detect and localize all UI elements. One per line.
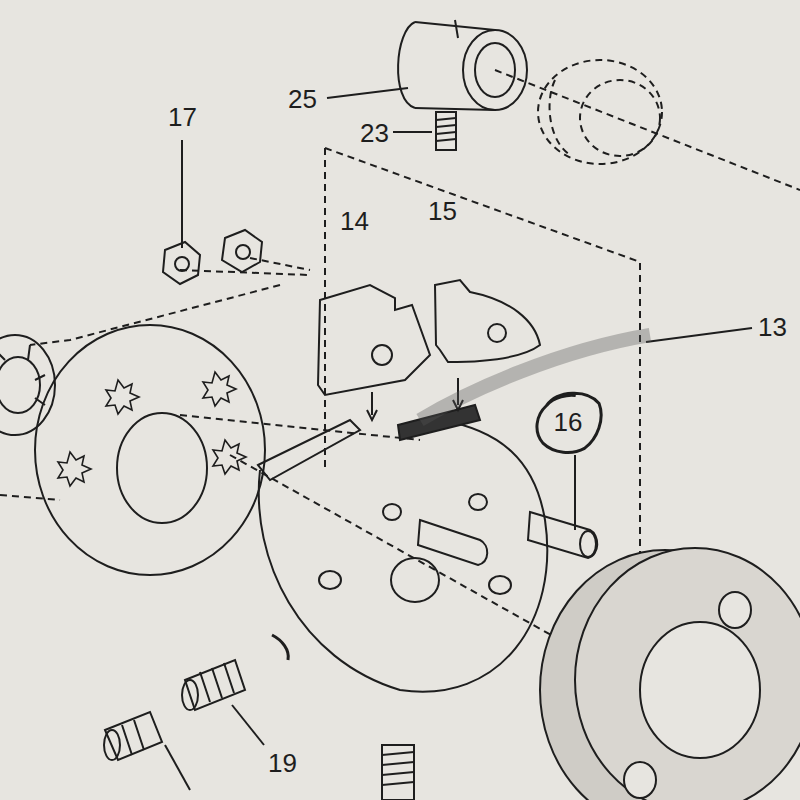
callout-number: 23 (360, 120, 389, 146)
callout-number: 13 (758, 314, 787, 340)
callout-number: 16 (554, 409, 583, 435)
callout-number: 19 (268, 750, 297, 776)
callout-number: 25 (288, 86, 317, 112)
callout-number: 17 (168, 104, 197, 130)
callout-number: 15 (428, 198, 457, 224)
circled-callout: 16 (532, 389, 605, 455)
callout-number: 14 (340, 208, 369, 234)
